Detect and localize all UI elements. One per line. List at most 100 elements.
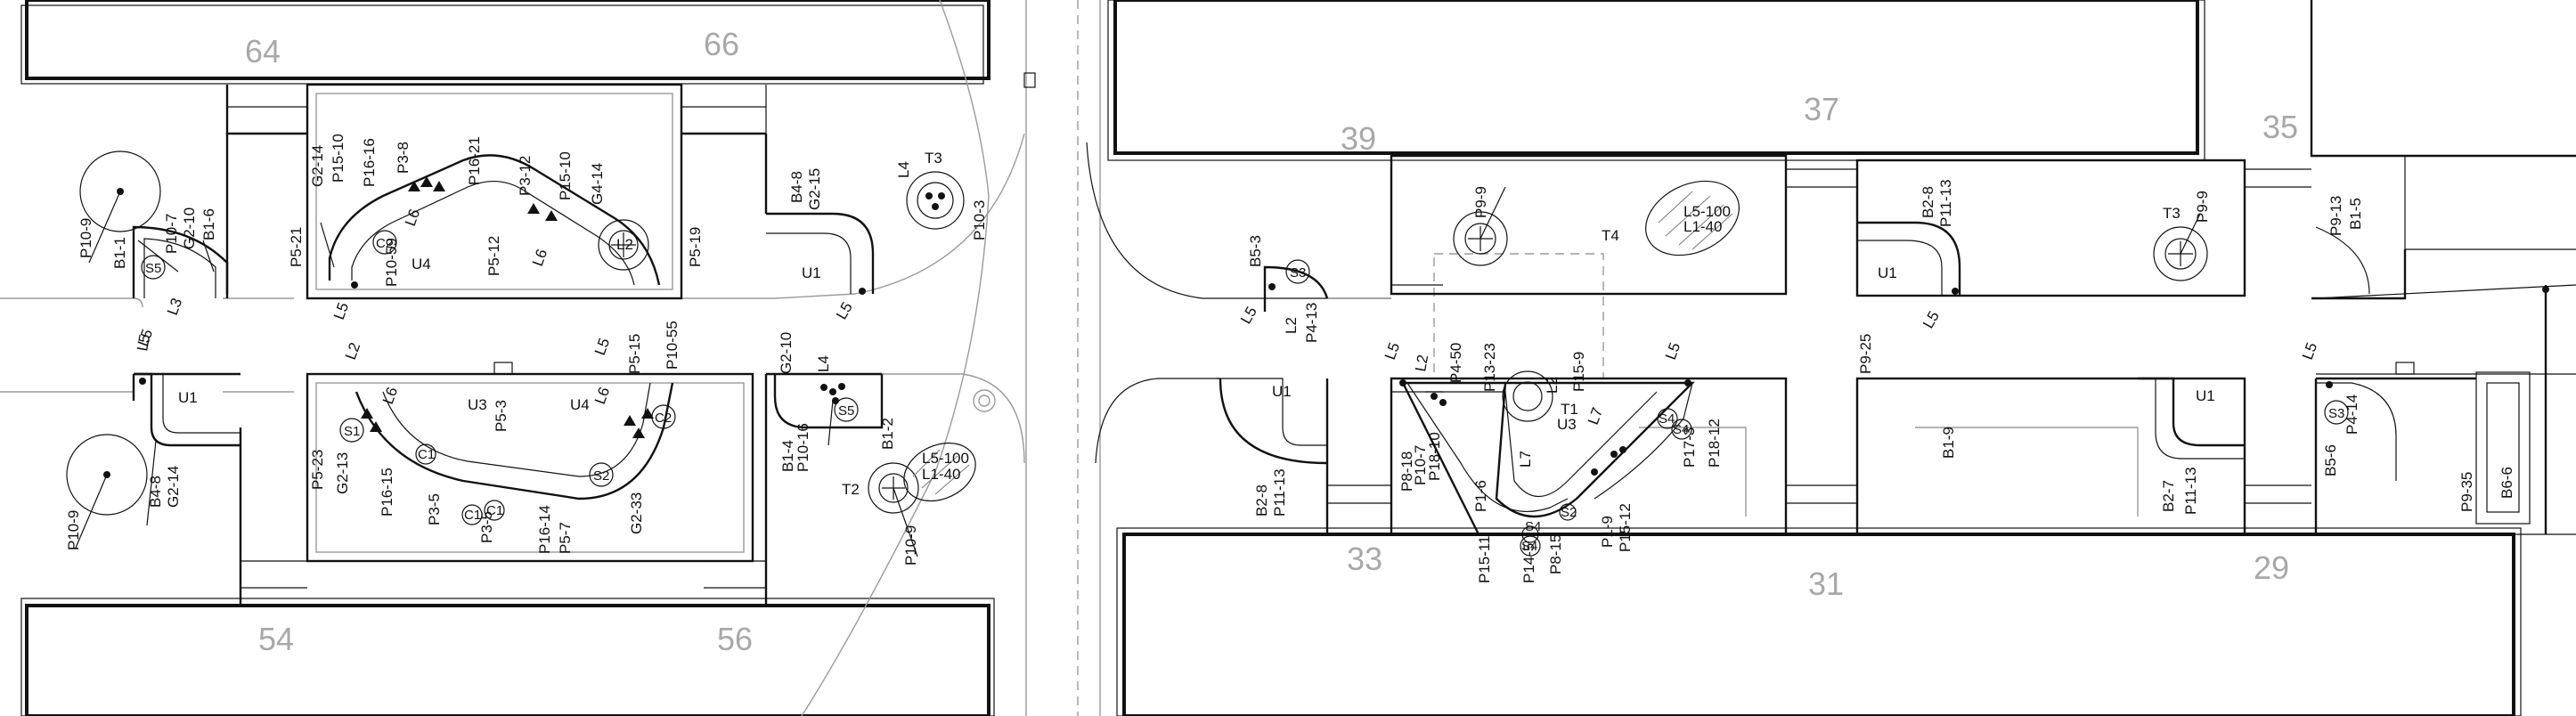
plant-label: G2-14 xyxy=(165,466,182,508)
plant-label: P10-59 xyxy=(383,238,400,287)
plant-label: P10-9 xyxy=(77,218,94,258)
symbol-code: S2 xyxy=(593,468,609,484)
symbol-code: C1 xyxy=(486,503,503,518)
plant-label: P9-13 xyxy=(2327,196,2344,236)
plant-label: P5-19 xyxy=(687,227,704,267)
plant-label: L5 xyxy=(134,333,153,353)
building-outlines xyxy=(20,0,2576,716)
plant-label: T3 xyxy=(925,150,942,167)
plant-label: T1 xyxy=(1561,401,1578,418)
plant-label: P5-7 xyxy=(557,522,574,554)
plant-label: T2 xyxy=(842,481,860,498)
plant-label: G2-33 xyxy=(628,492,645,534)
plant-label: P5-21 xyxy=(288,227,305,267)
block-number: 54 xyxy=(258,621,294,657)
plant-label: U4 xyxy=(570,396,590,413)
plant-label: B1-6 xyxy=(200,208,217,240)
plant-label: L3 xyxy=(164,296,185,317)
plant-label: B4-8 xyxy=(788,171,805,203)
plant-label: P3-8 xyxy=(395,142,412,174)
plant-label: G2-10 xyxy=(778,332,795,374)
plant-label: B6-6 xyxy=(2499,467,2515,499)
plant-label: L4 xyxy=(815,355,832,372)
plant-label: P5-15 xyxy=(626,334,643,374)
plant-label: G2-10 xyxy=(181,207,198,249)
hatched-beds xyxy=(903,180,1740,502)
plant-label: P4-50 xyxy=(1447,343,1464,383)
plant-label: L1-40 xyxy=(1683,218,1722,235)
symbol-code: C1 xyxy=(464,508,481,523)
plant-label: L5 xyxy=(1382,340,1403,362)
plant-label: U3 xyxy=(468,396,487,413)
plant-label: P16-14 xyxy=(536,505,553,554)
plant-label: P1-6 xyxy=(1472,480,1489,512)
symbol-code: S5 xyxy=(838,403,854,419)
plant-label: U4 xyxy=(412,256,431,273)
plant-label: P10-16 xyxy=(795,423,811,472)
plant-label: G2-13 xyxy=(334,452,351,494)
block-number: 31 xyxy=(1808,565,1844,602)
plant-label: L5 xyxy=(2299,340,2320,362)
plant-label: T4 xyxy=(1602,227,1619,244)
plant-label: L6 xyxy=(529,247,550,268)
symbol-code: S5 xyxy=(145,261,161,276)
symbol-code: C2 xyxy=(655,411,672,426)
plant-label: L5 xyxy=(833,299,856,322)
symbol-code: S3 xyxy=(1290,265,1306,281)
block-number: 66 xyxy=(704,26,739,62)
symbol-code: S1 xyxy=(344,424,360,439)
plant-label: L5-100 xyxy=(922,450,969,467)
plant-label: L7 xyxy=(1585,405,1606,427)
plant-label: P10-7 xyxy=(163,214,180,254)
plant-label: P18-10 xyxy=(1426,432,1443,481)
plant-label: L2 xyxy=(1544,377,1561,394)
plant-label: L2 xyxy=(1283,317,1300,334)
plant-label: B1-5 xyxy=(2347,198,2364,230)
plant-label: P5-12 xyxy=(485,236,502,276)
plant-label: U1 xyxy=(1878,264,1897,281)
plant-label: P3-5 xyxy=(426,493,443,525)
block-number: 39 xyxy=(1341,120,1376,157)
plant-label: B1-9 xyxy=(1940,427,1957,459)
block-number: 64 xyxy=(245,33,281,69)
plant-label: B1-2 xyxy=(879,418,896,450)
plant-label: P16-21 xyxy=(466,136,483,185)
plant-label: P10-9 xyxy=(902,525,919,565)
trees xyxy=(66,151,2208,516)
symbol-code: S4 xyxy=(1659,411,1675,427)
plant-label: P16-15 xyxy=(379,468,395,517)
plant-label: U1 xyxy=(802,264,821,281)
planters xyxy=(132,154,2397,535)
plant-label: P10-7 xyxy=(1412,445,1429,485)
plant-label: L5-100 xyxy=(1683,203,1731,220)
plant-label: P9-35 xyxy=(2458,472,2475,512)
plant-label: G4-14 xyxy=(589,163,606,205)
plant-label: P11-13 xyxy=(1937,179,1954,227)
plant-label: B1-4 xyxy=(779,440,796,472)
plant-label: P18-12 xyxy=(1706,419,1723,468)
parcel-outlines xyxy=(132,83,2476,606)
plant-label: B5-6 xyxy=(2322,444,2339,476)
plant-label: L2 xyxy=(342,340,363,362)
plant-label: P8-15 xyxy=(1547,534,1564,574)
plant-label: P10-9 xyxy=(65,510,82,550)
plant-label: B5-3 xyxy=(1247,235,1264,267)
plant-label: P3-5 xyxy=(478,511,495,543)
block-number: 37 xyxy=(1804,91,1839,127)
symbol-code: S4 xyxy=(1521,539,1537,554)
plant-label: L6 xyxy=(591,385,613,406)
plant-label: P14-5 xyxy=(1520,543,1537,583)
plant-label: U1 xyxy=(178,389,198,406)
shrub-marks xyxy=(139,176,2333,476)
plant-label: L5 xyxy=(1920,308,1943,331)
plant-label: P9-9 xyxy=(2194,191,2211,223)
plant-label: U3 xyxy=(1557,416,1577,433)
block-number: 56 xyxy=(717,621,753,657)
leader-lines xyxy=(75,186,2201,557)
plant-label: L5 xyxy=(1662,340,1683,362)
symbol-code: C2 xyxy=(376,236,393,251)
plant-label: P5-3 xyxy=(493,400,509,432)
plant-label: P11-13 xyxy=(2182,467,2199,515)
